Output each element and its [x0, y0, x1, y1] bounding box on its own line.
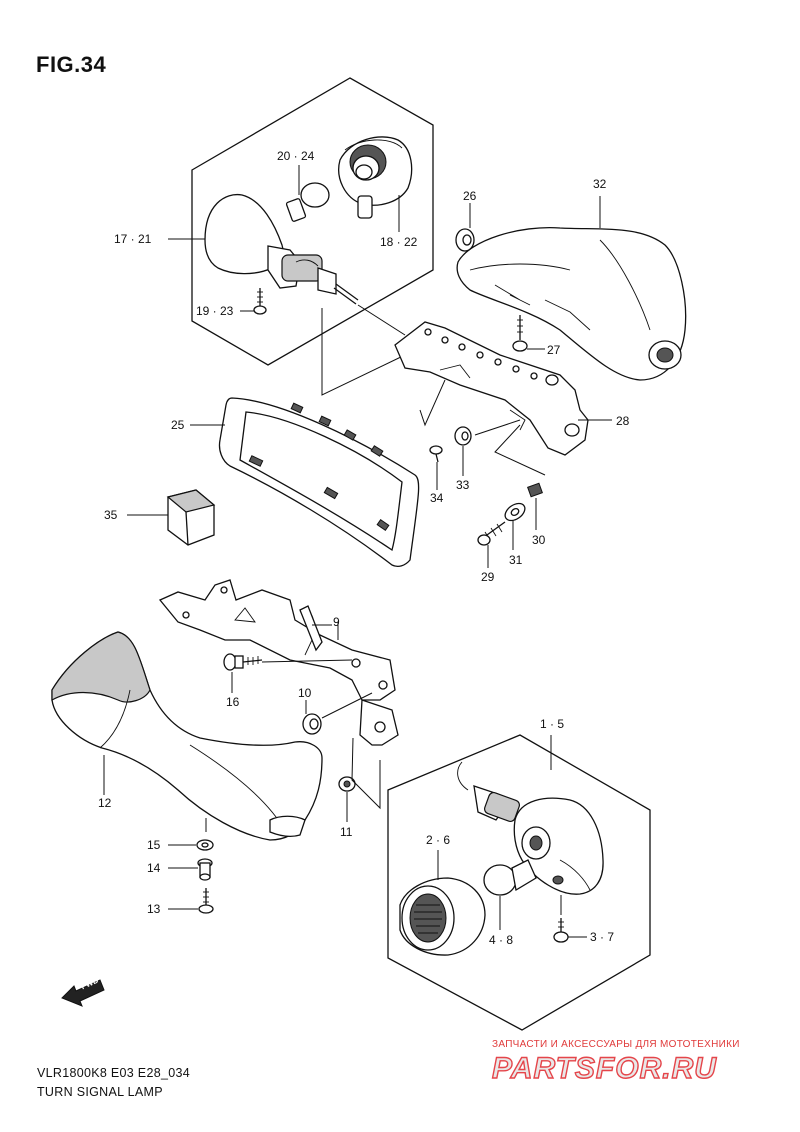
- bolt-16: [223, 653, 353, 693]
- callout-34: 34: [430, 491, 444, 505]
- rear-bulb: [285, 182, 330, 222]
- nut-11: [338, 737, 381, 822]
- leader-lines-top-left: [168, 165, 406, 396]
- model-code: VLR1800K8 E03 E28_034: [37, 1066, 190, 1080]
- mounting-bracket-9: [158, 579, 399, 746]
- washer-15: [168, 839, 214, 851]
- washer-31: [504, 502, 526, 550]
- callout-4-8: 4 · 8: [489, 933, 514, 947]
- rear-lamp-bracket: [394, 321, 612, 456]
- callout-19-23: 19 · 23: [196, 304, 234, 318]
- callout-20-24: 20 · 24: [277, 149, 315, 163]
- rear-lamp-group-frame: [191, 77, 434, 366]
- callout-11: 11: [340, 825, 353, 839]
- front-lamp-screw: [553, 895, 587, 943]
- watermark-brand: PARTSFOR.RU: [491, 1052, 717, 1085]
- screw-34: [429, 445, 443, 490]
- rear-lamp-socket: [338, 136, 413, 219]
- screw-27: [512, 315, 545, 352]
- nut-30: [527, 482, 543, 530]
- front-bulb: [483, 859, 537, 930]
- fwd-arrow-icon: [61, 979, 105, 1007]
- callout-18-22: 18 · 22: [380, 235, 418, 249]
- callout-27: 27: [547, 343, 561, 357]
- spacer-14: [168, 858, 213, 881]
- callout-31: 31: [509, 553, 523, 567]
- callout-26: 26: [463, 189, 477, 203]
- callout-12: 12: [98, 796, 112, 810]
- callout-25: 25: [171, 418, 185, 432]
- bracket-assembly-lines: [419, 379, 546, 476]
- callout-9: 9: [333, 615, 340, 629]
- callout-17-21: 17 · 21: [114, 232, 152, 246]
- section-name: TURN SIGNAL LAMP: [37, 1085, 163, 1099]
- rear-cover: [456, 226, 687, 381]
- grommet-26: [455, 203, 475, 252]
- screw-13: [168, 888, 214, 914]
- callout-14: 14: [147, 861, 161, 875]
- front-lamp-housing: [457, 761, 604, 895]
- callout-1-5: 1 · 5: [540, 717, 565, 731]
- callout-29: 29: [481, 570, 495, 584]
- turn-signal-cover-12: [51, 631, 323, 841]
- callout-32: 32: [593, 177, 607, 191]
- callout-16: 16: [226, 695, 240, 709]
- front-lens: [399, 850, 486, 956]
- callout-28: 28: [616, 414, 630, 428]
- front-lamp-group-frame: [387, 734, 651, 1031]
- license-plate-frame: [190, 397, 420, 567]
- rear-lamp-screw: [253, 288, 267, 315]
- figure-title: FIG.34: [36, 52, 107, 77]
- collar-10: [302, 692, 373, 735]
- collar-33: [454, 426, 472, 476]
- bolt-29: [477, 521, 506, 568]
- callout-35: 35: [104, 508, 118, 522]
- callout-10: 10: [298, 686, 312, 700]
- callout-30: 30: [532, 533, 546, 547]
- relay-35: [127, 489, 216, 546]
- callout-3-7: 3 · 7: [590, 930, 615, 944]
- watermark-tagline: ЗАПЧАСТИ И АКСЕССУАРЫ ДЛЯ МОТОТЕХНИКИ: [492, 1039, 740, 1050]
- callout-13: 13: [147, 902, 161, 916]
- callout-15: 15: [147, 838, 161, 852]
- callout-33: 33: [456, 478, 470, 492]
- rear-lamp-housing: [204, 193, 359, 305]
- callout-2-6: 2 · 6: [426, 833, 451, 847]
